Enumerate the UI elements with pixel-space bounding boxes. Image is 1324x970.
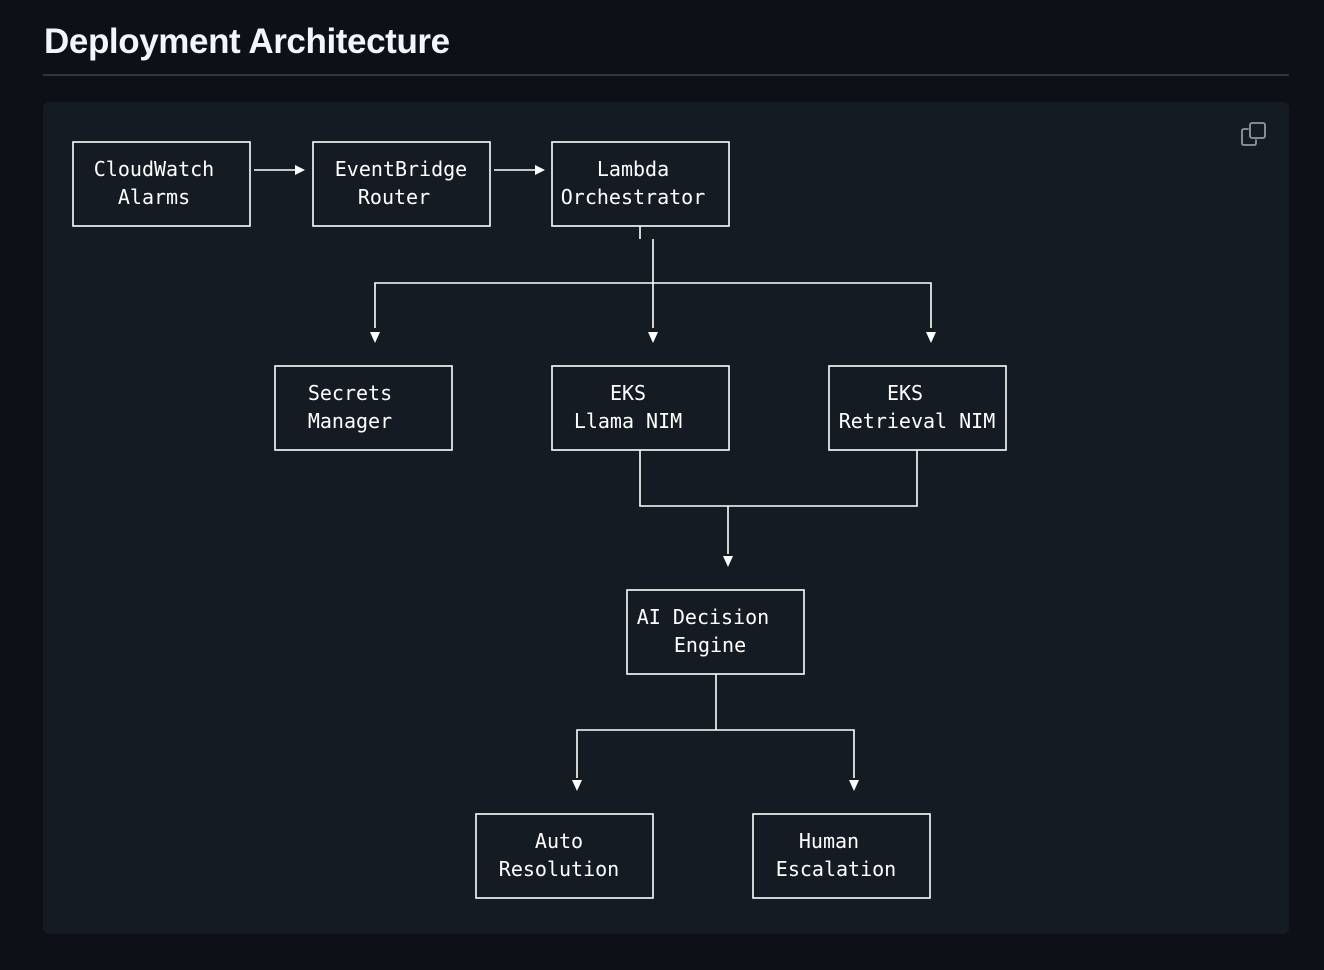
arrowhead-llama — [648, 332, 658, 343]
node-label: Engine — [674, 633, 746, 657]
copy-button[interactable] — [1238, 118, 1270, 150]
node-human-escalation: Human Escalation — [752, 813, 931, 899]
node-ai-decision-engine: AI Decision Engine — [626, 589, 805, 675]
node-cloudwatch-alarms: CloudWatch Alarms — [72, 141, 251, 227]
node-secrets-manager: Secrets Manager — [274, 365, 453, 451]
node-label: Router — [358, 185, 430, 209]
node-label: Manager — [308, 409, 392, 433]
node-box — [626, 589, 805, 675]
node-box — [828, 365, 1007, 451]
node-eks-llama-nim: EKS Llama NIM — [551, 365, 730, 451]
arrowhead-retrieval — [926, 332, 936, 343]
node-label: Lambda — [597, 157, 669, 181]
arrowhead-eventbridge — [295, 165, 305, 175]
node-label: Auto — [535, 829, 583, 853]
node-label: Human — [799, 829, 859, 853]
arrowhead-human — [849, 780, 859, 791]
edge-decision-bus — [576, 729, 855, 778]
node-eks-retrieval-nim: EKS Retrieval NIM — [828, 365, 1007, 451]
node-box — [475, 813, 654, 899]
node-box — [312, 141, 491, 227]
node-label: Resolution — [499, 857, 619, 881]
node-label: Escalation — [776, 857, 896, 881]
diagram-connectors — [254, 165, 936, 791]
node-label: CloudWatch — [94, 157, 214, 181]
architecture-diagram: CloudWatch Alarms EventBridge Router Lam… — [72, 141, 1007, 899]
node-box — [551, 365, 730, 451]
node-box — [752, 813, 931, 899]
arrowhead-secrets — [370, 332, 380, 343]
node-box — [72, 141, 251, 227]
node-label: Secrets — [308, 381, 392, 405]
node-label: EKS — [610, 381, 646, 405]
edge-nim-merge — [639, 450, 918, 507]
arrowhead-lambda — [535, 165, 545, 175]
node-label: Orchestrator — [561, 185, 706, 209]
node-eventbridge-router: EventBridge Router — [312, 141, 491, 227]
node-label: Retrieval NIM — [839, 409, 996, 433]
node-box — [274, 365, 453, 451]
edge-lambda-bus — [374, 282, 932, 328]
node-label: Llama NIM — [574, 409, 682, 433]
copy-icon — [1241, 122, 1266, 146]
diagram-code-block — [43, 102, 1289, 934]
node-lambda-orchestrator: Lambda Orchestrator — [551, 141, 730, 227]
node-label: EKS — [887, 381, 923, 405]
node-auto-resolution: Auto Resolution — [475, 813, 654, 899]
node-label: AI Decision — [637, 605, 769, 629]
page-title: Deployment Architecture — [44, 22, 450, 61]
arrowhead-auto — [572, 780, 582, 791]
node-label: EventBridge — [335, 157, 467, 181]
node-label: Alarms — [118, 185, 190, 209]
node-box — [551, 141, 730, 227]
title-divider — [43, 74, 1289, 76]
arrowhead-decision — [723, 556, 733, 567]
